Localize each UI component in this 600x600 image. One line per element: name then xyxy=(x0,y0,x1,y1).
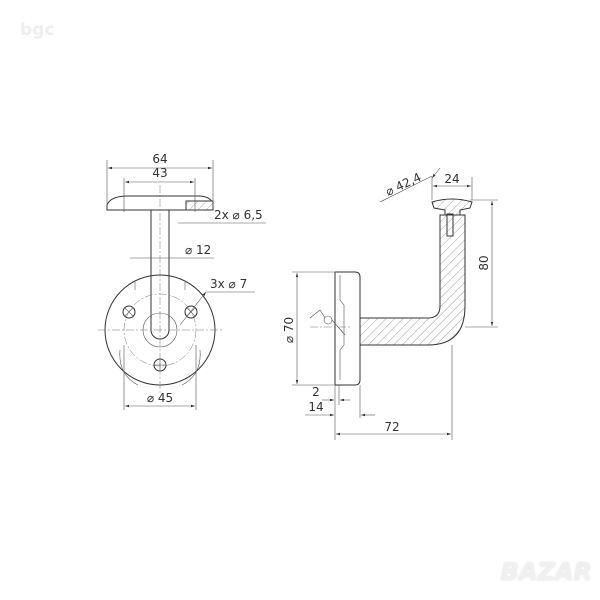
dim-projection: 72 xyxy=(384,420,399,434)
watermark-bazar: BAZAR xyxy=(500,558,592,586)
dim-base-holes: 3x ⌀ 7 xyxy=(210,277,247,291)
dim-43: 43 xyxy=(152,166,167,180)
dim-stem: ⌀ 12 xyxy=(185,243,211,257)
dim-height: 80 xyxy=(477,255,491,270)
dim-thickness-2: 2 xyxy=(312,385,320,399)
wall-plate xyxy=(334,271,361,386)
dim-rail: ⌀ 42,4 xyxy=(383,170,423,199)
arm-section xyxy=(359,214,466,346)
dim-bolt-circle: ⌀ 45 xyxy=(147,391,173,405)
side-view: 80 24 ⌀ 42,4 ⌀ 70 2 14 72 xyxy=(282,167,498,440)
dim-base: ⌀ 70 xyxy=(282,317,296,343)
dim-thickness-14: 14 xyxy=(308,400,323,414)
dim-64: 64 xyxy=(152,152,167,166)
dim-saddle: 24 xyxy=(444,172,459,186)
base-hole xyxy=(122,305,136,319)
dim-plate-holes: 2x ⌀ 6,5 xyxy=(214,208,263,222)
watermark-bgc: bgc xyxy=(20,20,55,40)
plate-hole-section xyxy=(185,200,214,211)
front-view: 64 43 2x ⌀ 6,5 ⌀ 12 3x ⌀ 7 ⌀ 45 xyxy=(98,152,266,410)
rail-saddle xyxy=(431,198,473,216)
